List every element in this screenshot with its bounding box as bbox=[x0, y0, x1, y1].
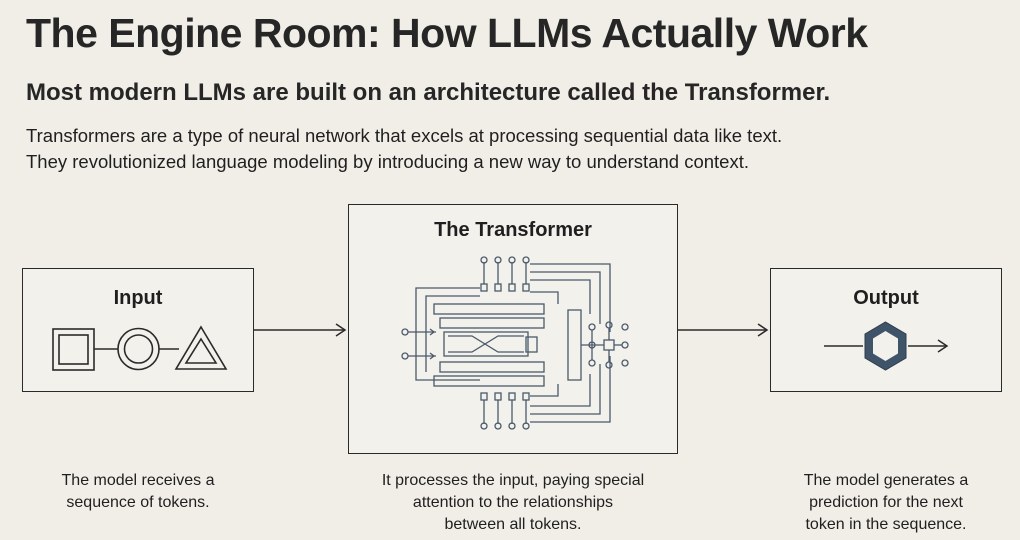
intro-line: They revolutionized language modeling by… bbox=[26, 151, 749, 172]
page-title: The Engine Room: How LLMs Actually Work bbox=[26, 10, 868, 56]
square-icon bbox=[51, 327, 95, 371]
caption-line: sequence of tokens. bbox=[66, 494, 210, 511]
output-box: Output bbox=[770, 268, 1002, 392]
transformer-caption: It processes the input, paying special a… bbox=[340, 470, 686, 536]
caption-line: The model receives a bbox=[61, 472, 215, 489]
circuit-diagram-icon bbox=[400, 255, 629, 430]
intro-line: Transformers are a type of neural networ… bbox=[26, 125, 783, 146]
arrow-transformer-to-output bbox=[678, 323, 769, 337]
caption-line: prediction for the next bbox=[809, 494, 963, 511]
triangle-icon bbox=[174, 324, 227, 370]
caption-line: The model generates a bbox=[803, 472, 969, 489]
prediction-graphic bbox=[823, 320, 948, 371]
intro-text: Transformers are a type of neural networ… bbox=[26, 123, 782, 175]
hexagon-icon bbox=[864, 320, 906, 371]
caption-line: It processes the input, paying special bbox=[381, 472, 645, 489]
arrow-input-to-transformer bbox=[254, 323, 347, 337]
caption-line: attention to the relationships bbox=[412, 494, 614, 511]
transformer-box: The Transformer bbox=[348, 204, 678, 454]
input-caption: The model receives a sequence of tokens. bbox=[20, 470, 256, 514]
output-caption: The model generates a prediction for the… bbox=[770, 470, 1002, 536]
input-box-title: Input bbox=[113, 287, 163, 309]
caption-line: token in the sequence. bbox=[805, 516, 967, 533]
input-box: Input bbox=[22, 268, 254, 392]
transformer-box-title: The Transformer bbox=[434, 219, 592, 241]
token-sequence bbox=[51, 324, 227, 371]
page-subtitle: Most modern LLMs are built on an archite… bbox=[26, 79, 831, 106]
caption-line: between all tokens. bbox=[444, 516, 582, 533]
output-box-title: Output bbox=[853, 287, 919, 309]
circle-icon bbox=[116, 327, 160, 370]
output-arrow bbox=[823, 338, 948, 353]
